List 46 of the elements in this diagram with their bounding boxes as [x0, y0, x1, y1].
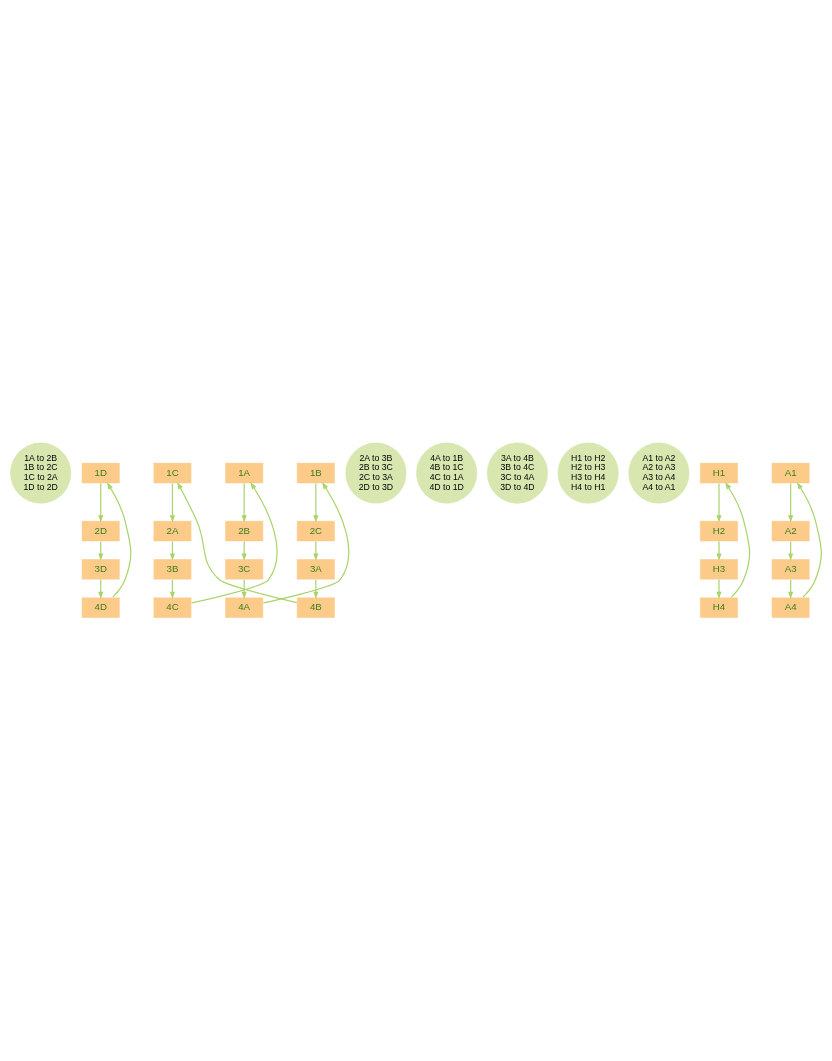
- arrow: [98, 482, 104, 523]
- node-box: H4: [699, 597, 739, 619]
- node-circle: 1A to 2B 1B to 2C 1C to 2A 1D to 2D: [10, 442, 72, 504]
- node-circle: 2A to 3B 2B to 3C 2C to 3A 2D to 3D: [345, 442, 407, 504]
- arrow: [716, 540, 722, 561]
- node-box: 3D: [81, 558, 121, 581]
- node-box: 1D: [81, 462, 121, 484]
- node-box: 2A: [153, 520, 192, 542]
- arrow: [716, 579, 722, 599]
- arrow: [169, 482, 175, 523]
- node-box: 2B: [224, 520, 264, 542]
- arrow: [241, 482, 247, 523]
- node-box: A2: [771, 520, 811, 542]
- arrow: [796, 482, 822, 598]
- node-box: 3C: [224, 558, 264, 581]
- node-circle: H1 to H2 H2 to H3 H3 to H4 H4 to H1: [557, 442, 619, 504]
- node-box: 2D: [81, 520, 121, 542]
- arrow: [106, 482, 132, 598]
- node-box: 4B: [296, 597, 336, 619]
- arrow: [788, 482, 794, 523]
- arrow: [262, 482, 350, 604]
- arrow: [716, 482, 722, 523]
- node-box: 4D: [81, 597, 121, 619]
- arrow: [313, 579, 319, 599]
- arrow: [191, 482, 278, 604]
- node-circle: 3A to 4B 3B to 4C 3C to 4A 3D to 4D: [486, 442, 548, 504]
- node-box: A4: [771, 597, 811, 619]
- node-box: 3A: [296, 558, 336, 581]
- arrow: [177, 481, 298, 604]
- node-box: A3: [771, 558, 811, 581]
- node-box: A1: [771, 462, 811, 484]
- node-box: H3: [699, 558, 739, 581]
- arrow: [725, 482, 751, 598]
- node-box: 4A: [224, 597, 264, 619]
- node-box: 3B: [153, 558, 192, 581]
- arrow: [313, 540, 319, 561]
- node-circle: A1 to A2 A2 to A3 A3 to A4 A4 to A1: [628, 442, 690, 504]
- arrow: [313, 482, 319, 523]
- node-box: H2: [699, 520, 739, 542]
- node-box: 1A: [224, 462, 264, 484]
- node-box: 1B: [296, 462, 336, 484]
- node-box: 2C: [296, 520, 336, 542]
- node-box: H1: [699, 462, 739, 484]
- node-box: 1C: [153, 462, 192, 484]
- node-circle: 4A to 1B 4B to 1C 4C to 1A 4D to 1D: [416, 442, 478, 504]
- node-box: 4C: [153, 597, 192, 619]
